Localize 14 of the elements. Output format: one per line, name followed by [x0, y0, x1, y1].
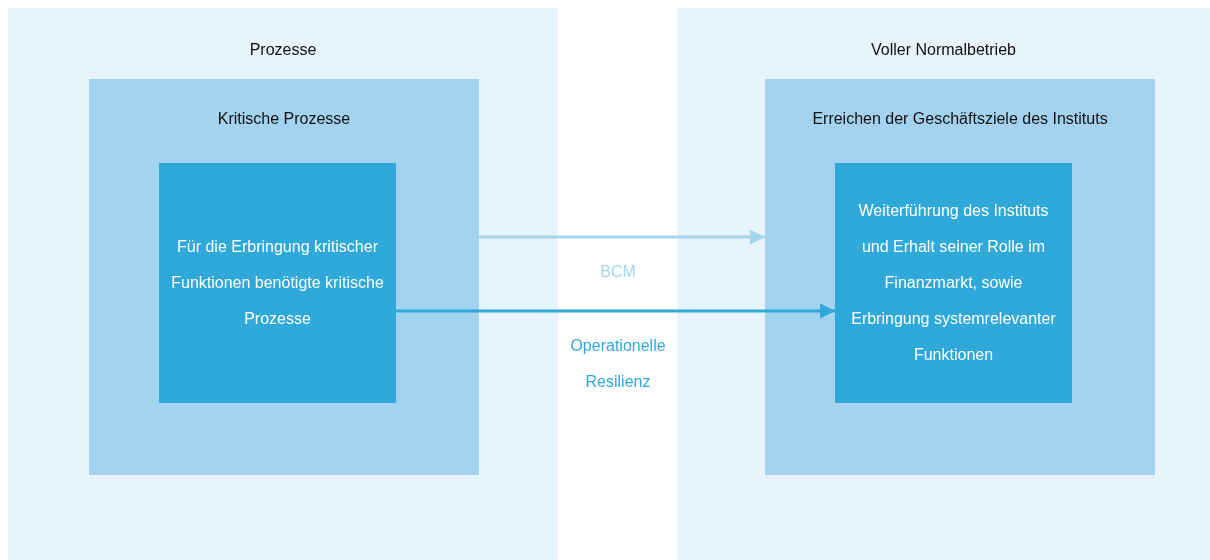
panel — [8, 8, 558, 560]
panel — [677, 8, 1210, 560]
arrow — [479, 229, 765, 245]
group-box — [765, 79, 1155, 475]
box-heading: Voller Normalbetrieb — [870, 40, 1017, 60]
arrow — [396, 303, 835, 319]
process-box — [159, 163, 396, 403]
box-heading: Erreichen der Geschäftsziele des Instituts — [811, 109, 1109, 129]
process-box — [835, 163, 1072, 403]
group-box — [89, 79, 479, 475]
box-heading: Kritische Prozesse — [216, 109, 352, 129]
box-heading: Prozesse — [248, 40, 318, 60]
box-text: Weiterführung des Instituts und Erhalt seiner Rolle im Finanzmarkt, sowie Erbringung systemrelevanter Funktionen — [850, 201, 1057, 365]
box-text: Für die Erbringung kritischer Funktionen benötigte kritische Prozesse — [170, 237, 385, 329]
